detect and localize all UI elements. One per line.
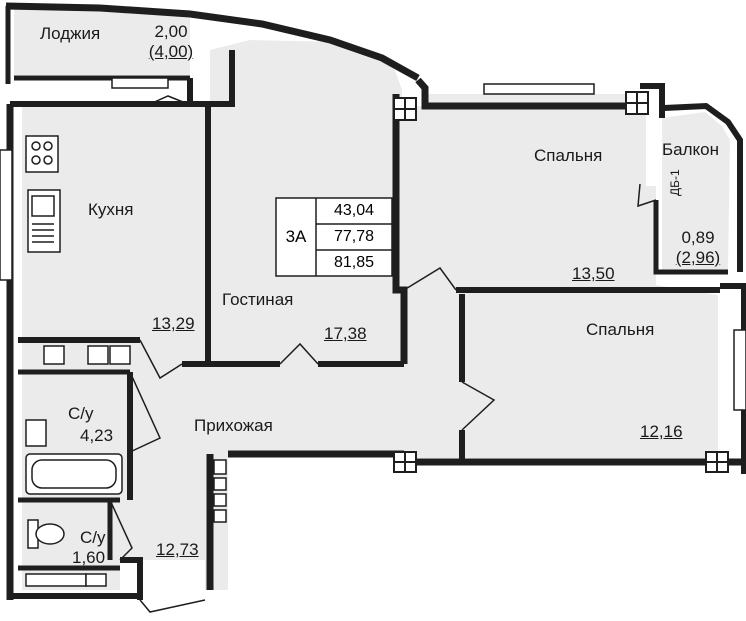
- area-living: 43,04: [333, 202, 375, 219]
- bath2-area: 1,60: [72, 548, 106, 567]
- balcony-area-alt: (2,96): [675, 248, 721, 267]
- kitchen-area: 13,29: [152, 314, 195, 333]
- kitchen-name: Кухня: [88, 200, 134, 219]
- loggia-name: Лоджия: [40, 24, 101, 43]
- stove: [25, 135, 59, 173]
- balcony-floor: [662, 112, 730, 270]
- living-name: Гостиная: [222, 290, 294, 309]
- bedroom2-name: Спальня: [586, 320, 655, 339]
- apartment-summary: 3А 43,04 77,78 81,85: [276, 198, 392, 276]
- apartment-type: 3А: [285, 227, 307, 246]
- balcony-area: 0,89: [681, 228, 715, 247]
- balcony-code: ДБ-1: [668, 169, 682, 196]
- loggia-area-alt: (4,00): [148, 42, 194, 61]
- bath1-area: 4,23: [80, 426, 114, 445]
- area-total-with-loggia: 81,85: [333, 254, 375, 271]
- kitchen-fixtures: [25, 135, 61, 253]
- bath-fixtures: [25, 345, 227, 587]
- bath2-name: С/у: [80, 528, 106, 547]
- area-total: 77,78: [333, 228, 375, 245]
- bath1-name: С/у: [68, 404, 94, 423]
- bedroom2-area: 12,16: [640, 422, 683, 441]
- toilet-bowl: [35, 523, 65, 545]
- columns: [393, 91, 729, 473]
- hall-area: 12,73: [156, 540, 199, 559]
- bedroom1-name: Спальня: [534, 146, 603, 165]
- hall-name: Прихожая: [194, 416, 273, 435]
- living-area: 17,38: [324, 324, 367, 343]
- windows: [0, 77, 746, 411]
- balcony-name: Балкон: [662, 140, 720, 159]
- door-swings: [109, 95, 657, 613]
- walls: [5, 2, 746, 600]
- loggia-floor: [14, 8, 190, 75]
- wash-basin: [25, 419, 47, 447]
- summary-box-frame: [275, 197, 393, 277]
- bedroom1-area: 13,50: [572, 264, 615, 283]
- loggia-area: 2,00: [154, 22, 188, 41]
